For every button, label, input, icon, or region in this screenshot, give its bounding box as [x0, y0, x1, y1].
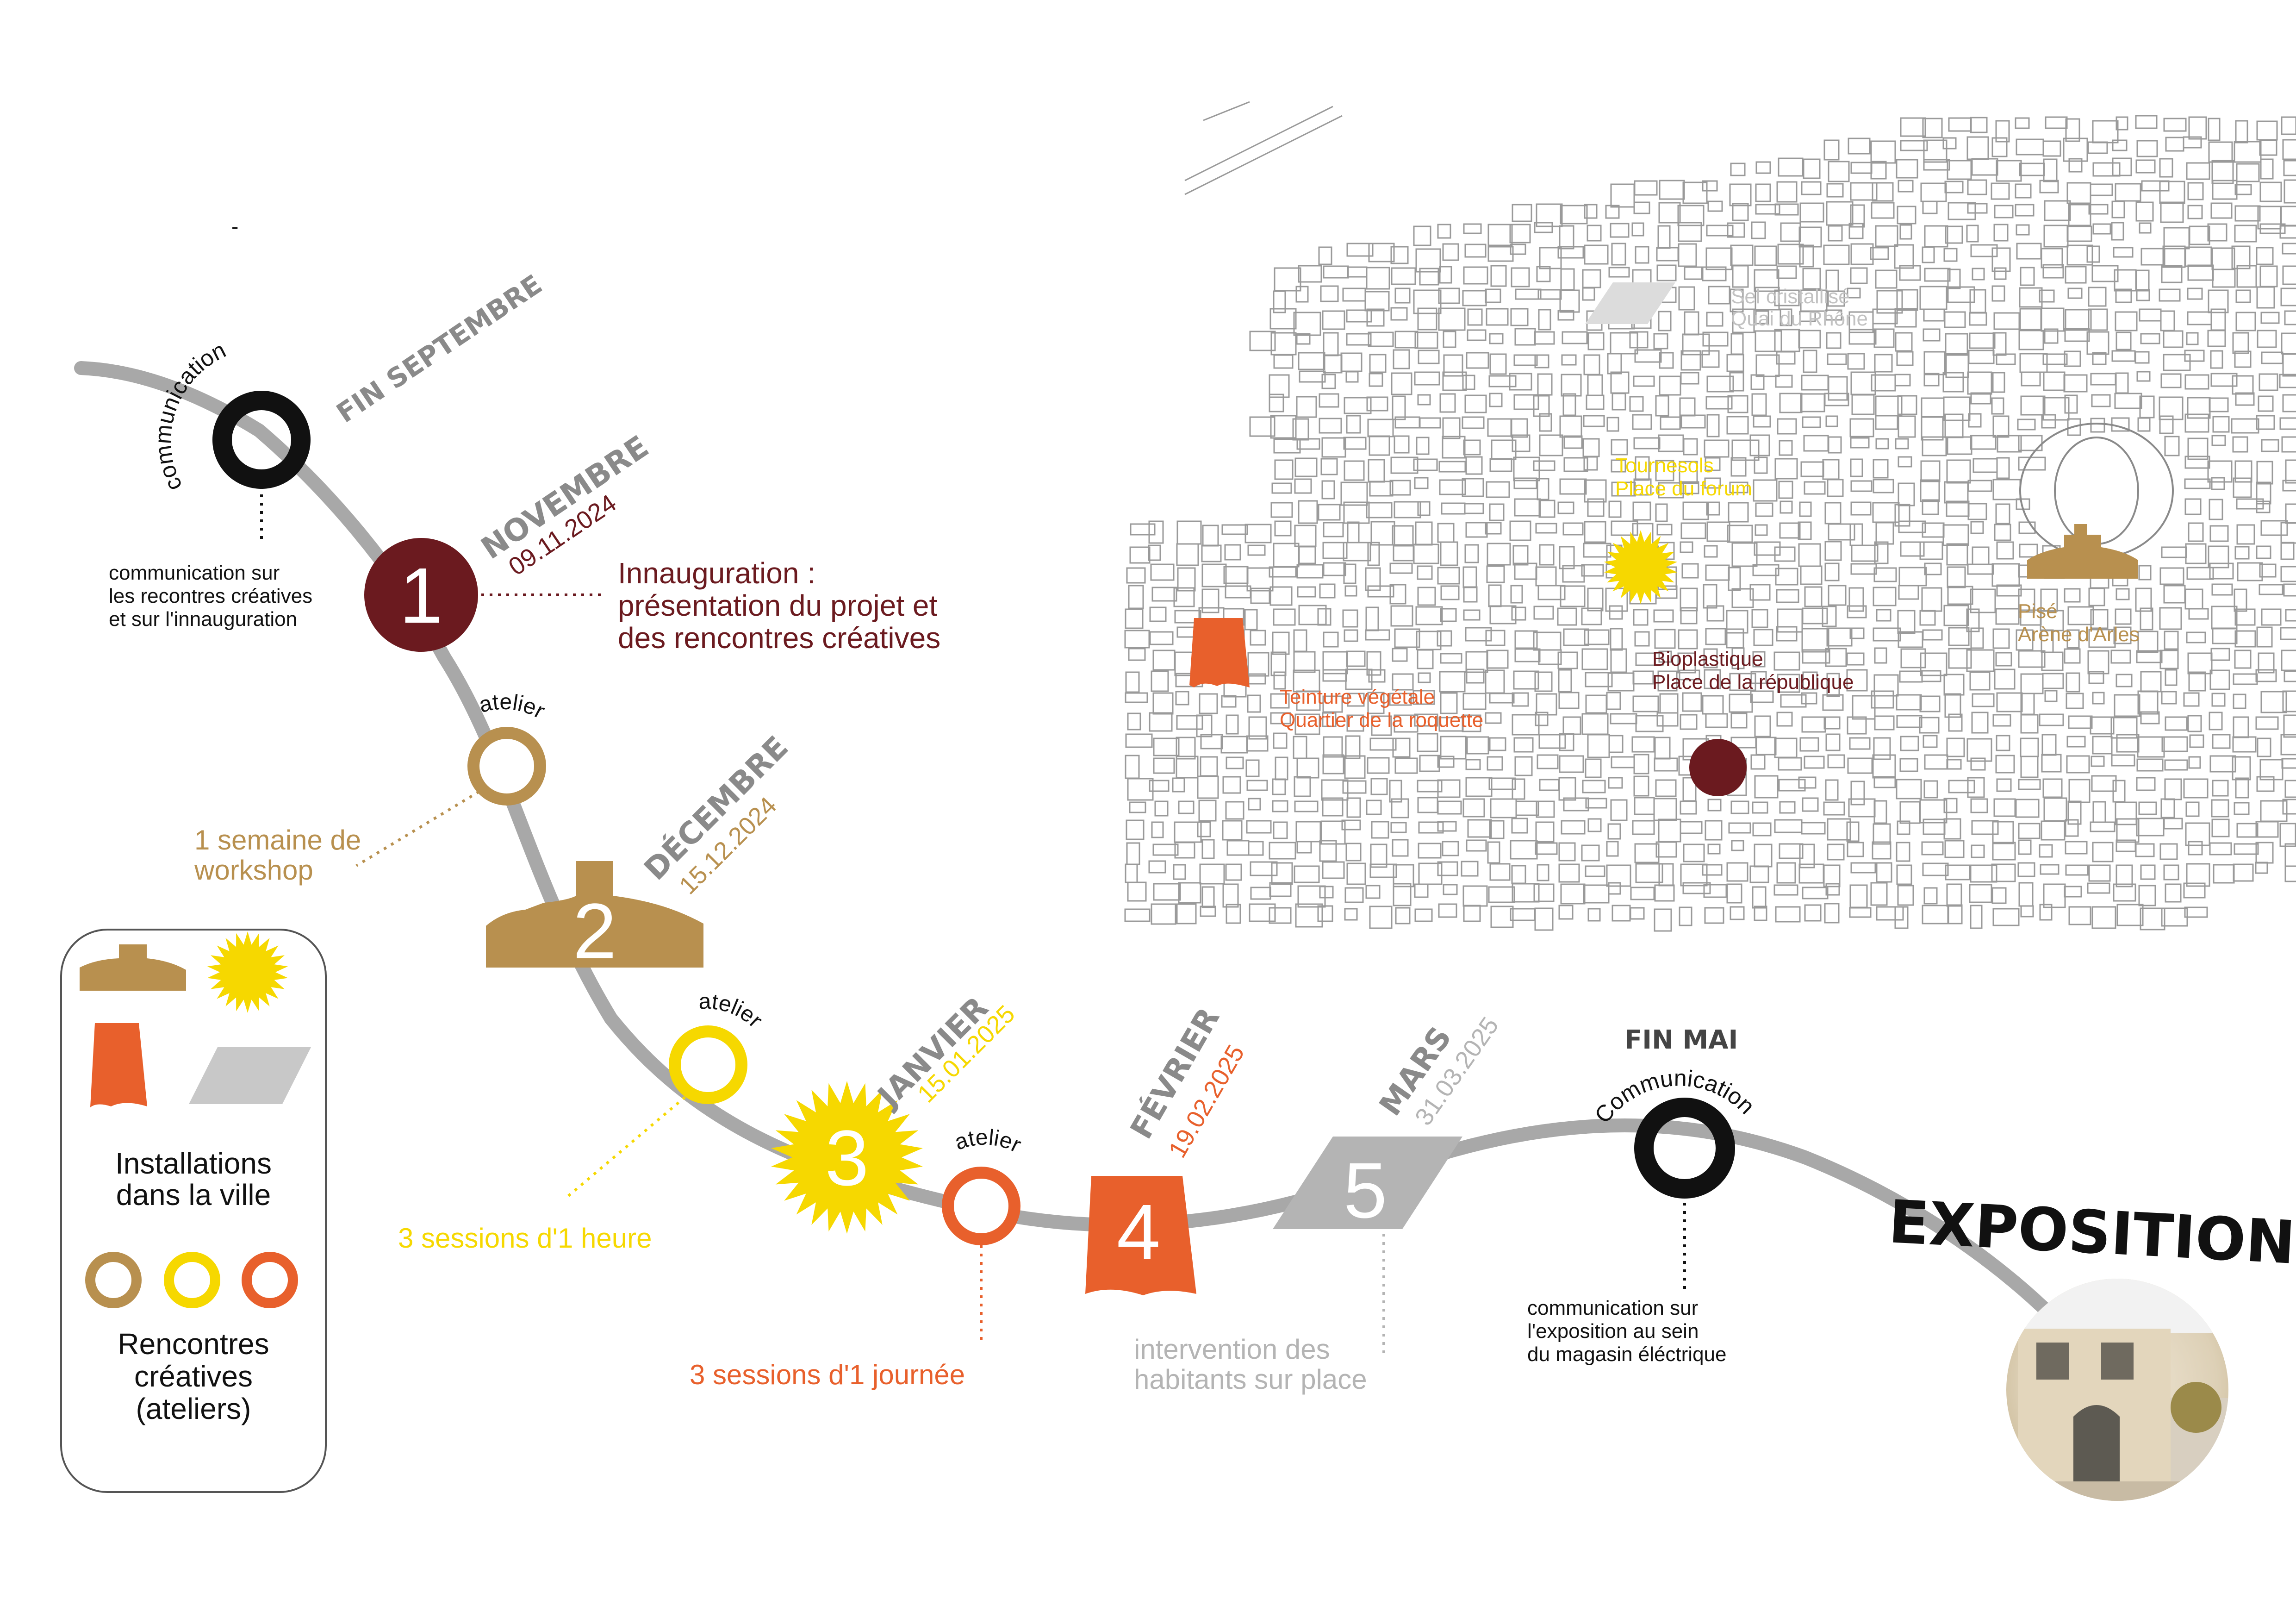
sel-marker-icon — [1585, 282, 1675, 324]
svg-text:créatives: créatives — [134, 1360, 253, 1393]
atelier-2-ring — [675, 1031, 741, 1098]
svg-text:Place de la république: Place de la république — [1652, 671, 1854, 693]
fin-mai-label: FIN MAI — [1624, 1025, 1738, 1055]
svg-text:et sur l'innauguration: et sur l'innauguration — [109, 608, 297, 631]
svg-text:habitants sur place: habitants sur place — [1134, 1364, 1367, 1395]
communication-label: communication — [150, 337, 230, 495]
teinture-marker-icon — [1189, 618, 1250, 687]
innauguration-note: Innauguration : présentation du projet e… — [618, 556, 940, 655]
svg-text:les recontres créatives: les recontres créatives — [109, 585, 312, 607]
fin-septembre-label: FIN SEPTEMBRE — [331, 269, 548, 429]
bioplastique-marker — [1689, 739, 1747, 796]
timeline-path — [81, 368, 2073, 1338]
legend-installations-label: Installations dans la ville — [115, 1147, 272, 1212]
svg-text:Teinture végétale: Teinture végétale — [1280, 686, 1435, 708]
svg-text:des rencontres créatives: des rencontres créatives — [618, 621, 940, 655]
map-label-sel: Sel cristallisé Quai du Rhône — [1731, 285, 1868, 330]
svg-text:Quai du Rhône: Quai du Rhône — [1731, 307, 1868, 330]
svg-text:du magasin éléctrique: du magasin éléctrique — [1527, 1343, 1726, 1366]
map-label-bioplastique: Bioplastique Place de la république — [1652, 648, 1854, 693]
intervention-note: intervention des habitants sur place — [1134, 1334, 1367, 1395]
atelier-1-label: atelier — [477, 690, 549, 724]
svg-text:Bioplastique: Bioplastique — [1652, 648, 1763, 670]
exposition-photo — [2004, 1278, 2235, 1518]
fin-mai-node — [1644, 1107, 1725, 1189]
leader-line — [565, 1097, 685, 1199]
atelier-1-ring — [473, 733, 540, 800]
svg-text:Arène d'Arles: Arène d'Arles — [2018, 623, 2140, 646]
svg-text:Rencontres: Rencontres — [118, 1327, 269, 1361]
fin-mai-note: communication sur l'exposition au sein d… — [1527, 1297, 1726, 1366]
sessions-journee-note: 3 sessions d'1 journée — [690, 1359, 965, 1390]
stray-dash: - — [231, 214, 238, 238]
leader-line — [356, 792, 479, 866]
svg-text:communication sur: communication sur — [109, 562, 280, 584]
step-2-number: 2 — [573, 887, 617, 975]
step-3-number: 3 — [825, 1114, 869, 1202]
step-1-number: 1 — [399, 552, 443, 640]
svg-text:Sel cristallisé: Sel cristallisé — [1731, 285, 1850, 308]
svg-text:Pisé: Pisé — [2018, 600, 2058, 623]
city-map — [1125, 102, 2296, 931]
step-5-number: 5 — [1344, 1147, 1388, 1235]
legend-rencontres-label: Rencontres créatives (ateliers) — [118, 1327, 269, 1425]
svg-text:dans la ville: dans la ville — [116, 1178, 271, 1212]
svg-text:Place du forum: Place du forum — [1615, 477, 1752, 500]
svg-text:communication sur: communication sur — [1527, 1297, 1698, 1319]
svg-text:1 semaine de: 1 semaine de — [194, 824, 361, 856]
svg-text:workshop: workshop — [194, 855, 313, 886]
svg-text:Tournesols: Tournesols — [1615, 454, 1714, 477]
svg-text:l'exposition au sein: l'exposition au sein — [1527, 1320, 1699, 1343]
atelier-3-ring — [948, 1173, 1014, 1239]
svg-text:Installations: Installations — [115, 1147, 272, 1180]
svg-text:Innauguration :: Innauguration : — [618, 556, 815, 590]
svg-text:Quartier de la roquette: Quartier de la roquette — [1280, 709, 1483, 731]
step-4-number: 4 — [1117, 1188, 1161, 1276]
workshop-note: 1 semaine de workshop — [194, 824, 361, 886]
legend-teinture-icon — [90, 1023, 147, 1107]
atelier-3-label: atelier — [952, 1125, 1025, 1157]
communication-note: communication sur les recontres créative… — [109, 562, 312, 631]
exposition-title: EXPOSITION — [1887, 1187, 2296, 1278]
svg-text:(ateliers): (ateliers) — [136, 1392, 251, 1425]
svg-text:intervention des: intervention des — [1134, 1334, 1330, 1365]
sessions-heure-note: 3 sessions d'1 heure — [398, 1223, 652, 1254]
svg-text:présentation du projet et: présentation du projet et — [618, 589, 937, 622]
